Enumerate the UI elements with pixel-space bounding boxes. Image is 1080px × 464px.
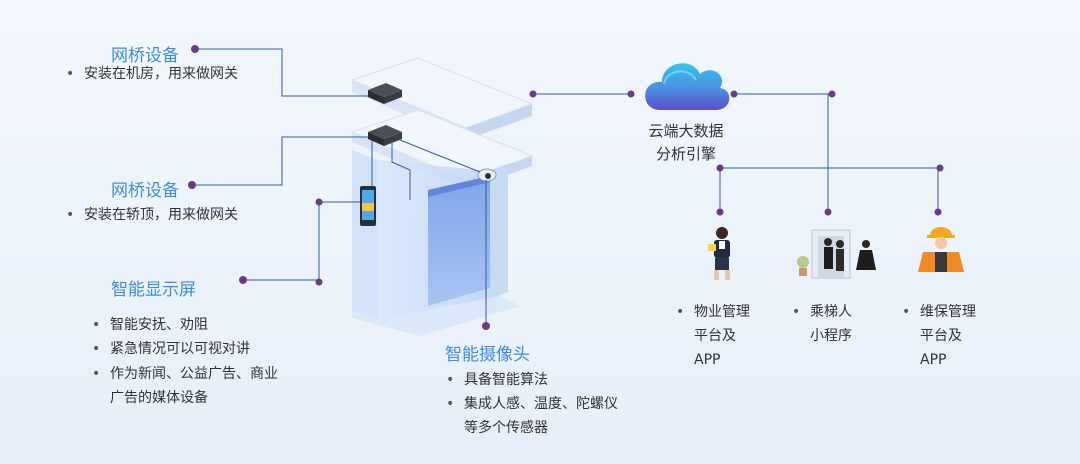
endpoint-maintenance-line-3: APP (920, 352, 947, 368)
gateway-top-bullet: 安装在机房，用来做网关 (66, 62, 238, 86)
wire-screen (243, 201, 360, 281)
node-property (716, 208, 724, 216)
endpoint-property: 物业管理 平台及 APP (676, 300, 750, 372)
connectors (192, 48, 940, 326)
endpoint-property-line-1: 物业管理 (676, 300, 750, 324)
property-manager-icon (708, 227, 730, 280)
smart-screen-bullet-2: 紧急情况可以可视对讲 (92, 337, 250, 361)
node-camera (482, 322, 490, 330)
smart-screen-title: 智能显示屏 (111, 280, 196, 300)
smart-screen-bullet-1: 智能安抚、劝阻 (92, 313, 208, 337)
car-floor (352, 296, 520, 336)
node-maintenance (934, 208, 942, 216)
cloud-label: 云端大数据 分析引擎 (640, 120, 732, 166)
node-bus-right (936, 164, 944, 172)
endpoint-maintenance: 维保管理 平台及 APP (902, 300, 976, 372)
car-left-wall (352, 150, 378, 320)
node-passenger (824, 208, 832, 216)
endpoint-property-line-3: APP (694, 352, 721, 368)
elevator-illustration (350, 57, 534, 336)
camera-device (477, 168, 497, 182)
endpoint-passenger-line-1: 乘梯人 (792, 300, 852, 324)
endpoint-passenger: 乘梯人 小程序 (792, 300, 852, 348)
smart-screen-bullet-3: 作为新闻、公益广告、商业 (92, 362, 278, 386)
node-cloud-out (730, 90, 738, 98)
node-cloud-in (627, 90, 635, 98)
node-gateway-mid (188, 181, 196, 189)
internal-wire-a (391, 140, 411, 200)
machine-room-slab-front (466, 104, 532, 140)
cloud-label-line-1: 云端大数据 (648, 122, 724, 140)
smart-screen-continuation: 广告的媒体设备 (110, 390, 208, 406)
internal-wire-b (399, 139, 481, 173)
wire-gateway-mid (192, 136, 368, 186)
connector-nodes (188, 45, 944, 330)
gateway-mid-bullet: 安装在轿顶，用来做网关 (66, 203, 238, 227)
wire-gateway-top (195, 48, 368, 97)
smart-camera-title: 智能摄像头 (445, 345, 530, 365)
cloud-label-line-2: 分析引擎 (655, 145, 716, 163)
endpoint-maintenance-line-2: 平台及 (920, 328, 962, 344)
car-door (428, 176, 490, 306)
node-screen-corner (315, 278, 323, 286)
endpoint-property-line-2: 平台及 (694, 328, 736, 344)
car-door-header (428, 176, 490, 197)
smart-camera-bullet-1: 具备智能算法 (446, 368, 548, 392)
gateway-box-top (368, 83, 402, 104)
smart-screen-device (360, 186, 376, 226)
cloud-icon (645, 63, 730, 110)
gateway-mid-title: 网桥设备 (111, 181, 179, 201)
node-bus-left (716, 164, 724, 172)
car-right-frame (490, 164, 508, 298)
node-screen (239, 276, 247, 284)
node-bus-top (828, 90, 836, 98)
smart-camera-bullet-2: 集成人感、温度、陀螺仪 (446, 392, 618, 416)
node-gateway-top (191, 45, 199, 53)
endpoint-passenger-line-2: 小程序 (810, 328, 852, 344)
smart-camera-continuation: 等多个传感器 (464, 420, 548, 436)
gateway-box-mid (368, 125, 402, 146)
passenger-icon (797, 229, 876, 279)
maintenance-worker-icon (918, 227, 964, 272)
gateway-top-title: 网桥设备 (111, 46, 179, 66)
node-elevator-out (529, 90, 537, 98)
endpoint-maintenance-line-1: 维保管理 (902, 300, 976, 324)
node-screen-bend (315, 198, 323, 206)
